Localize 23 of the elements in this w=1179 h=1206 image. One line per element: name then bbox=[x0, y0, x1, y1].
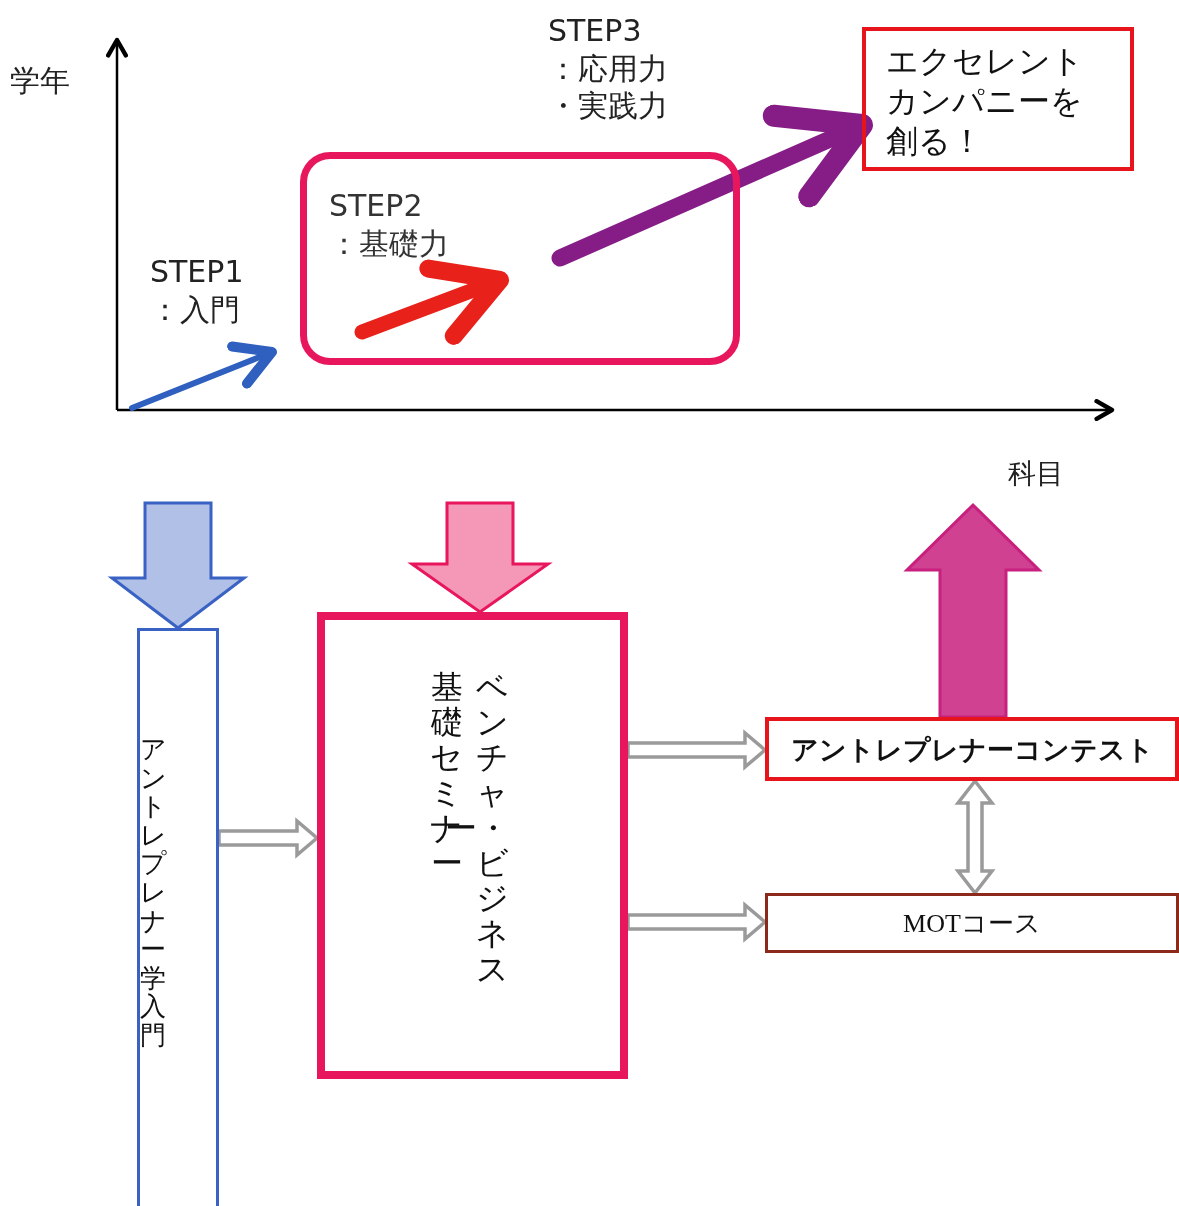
course-box bbox=[317, 612, 628, 1079]
hollow-arrow bbox=[626, 729, 768, 771]
course-title: アントレプレナー学入門 bbox=[140, 735, 168, 1052]
goal-text: エクセレントカンパニーを創る！ bbox=[886, 41, 1085, 161]
course-box bbox=[765, 893, 1179, 953]
hollow-arrow bbox=[217, 817, 320, 859]
arrow bbox=[551, 104, 873, 267]
hollow-arrow bbox=[626, 901, 768, 943]
course-box bbox=[137, 628, 219, 1206]
block-arrow bbox=[407, 501, 553, 614]
axis-label: 学年 bbox=[10, 62, 71, 100]
course-box bbox=[765, 717, 1179, 781]
double-arrow bbox=[954, 778, 996, 896]
step-label: STEP3 ：応用力・実践力 bbox=[548, 12, 669, 125]
course-title: アントレプレナーコンテスト bbox=[789, 733, 1155, 767]
goal-box bbox=[862, 27, 1134, 171]
step-label: STEP1 ：入門 bbox=[150, 253, 245, 328]
axis-label: 科目 bbox=[1008, 456, 1065, 491]
course-title: MOTコース bbox=[902, 908, 1042, 940]
block-arrow bbox=[107, 501, 249, 630]
rounded-box bbox=[300, 152, 740, 365]
block-arrow bbox=[903, 502, 1043, 719]
step-label: STEP2 ：基礎力 bbox=[329, 187, 450, 262]
